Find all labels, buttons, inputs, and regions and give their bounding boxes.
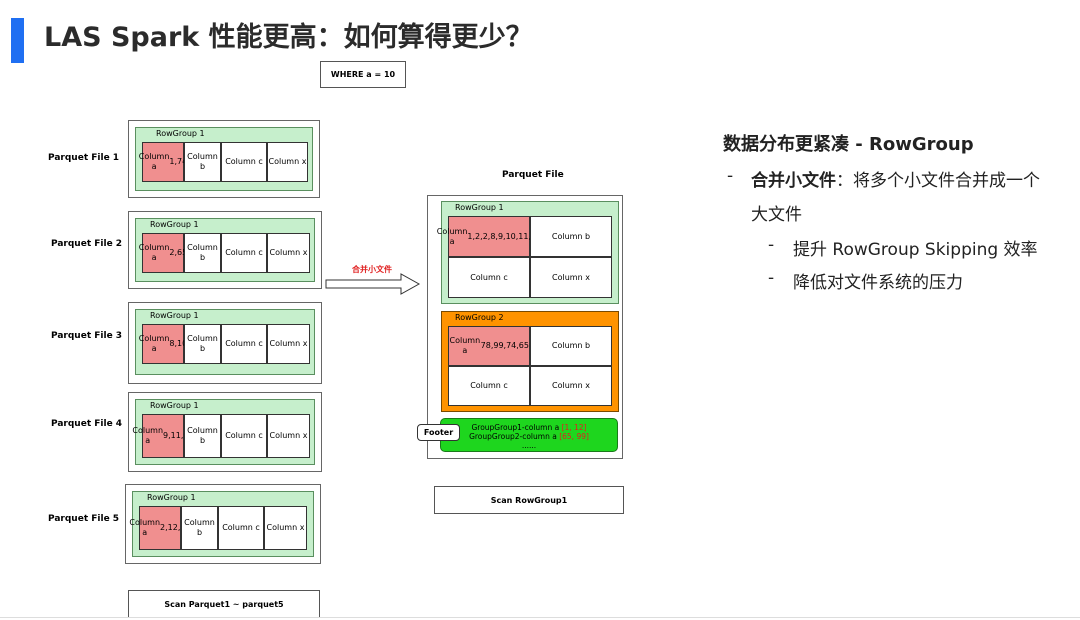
column-c-cell: Column c: [448, 257, 530, 298]
column-a-name: Column a: [132, 426, 164, 445]
column-x-cell: Column x: [267, 142, 308, 182]
bullet-1-rest: ：将多个小文件合并成一个: [836, 171, 1040, 191]
footer-metadata: GroupGroup1-column a [1, 12] GroupGroup2…: [440, 418, 618, 452]
column-a-name: Column a: [129, 518, 161, 537]
bullet-1-dash: -: [727, 166, 734, 186]
column-b-cell: Column b: [184, 414, 221, 458]
rowgroup-label: RowGroup 1: [147, 493, 196, 502]
sub-bullet-2: 降低对文件系统的压力: [793, 273, 963, 293]
rowgroup-label: RowGroup 1: [156, 129, 205, 138]
footer-line-1-prefix: GroupGroup1-column a: [471, 423, 562, 432]
scan-right-box: Scan RowGroup1: [434, 486, 624, 514]
footer-tag: Footer: [417, 424, 460, 441]
merged-file-label: Parquet File: [502, 170, 564, 180]
column-b-cell: Column b: [530, 326, 612, 366]
column-a-name: Column a: [138, 152, 170, 171]
rowgroup-label: RowGroup 1: [150, 401, 199, 410]
column-a-values: 1,2,2,8,9,10,11,12: [467, 231, 542, 241]
merge-arrow-icon: [325, 273, 421, 295]
footer-range-2: [65, 99]: [559, 432, 589, 441]
column-c-cell: Column c: [218, 506, 264, 550]
footer-line-2: GroupGroup2-column a [65, 99]: [441, 432, 617, 441]
column-x-cell: Column x: [267, 414, 310, 458]
column-c-cell: Column c: [221, 414, 267, 458]
column-a-values: 78,99,74,65: [480, 341, 529, 350]
column-c-cell: Column c: [221, 233, 267, 273]
column-c-cell: Column c: [448, 366, 530, 406]
column-a-values: 1,74: [169, 157, 188, 166]
column-a-name: Column a: [138, 243, 170, 262]
where-clause-box: WHERE a = 10: [320, 61, 406, 88]
column-x-cell: Column x: [267, 233, 310, 273]
column-b-cell: Column b: [184, 233, 221, 273]
file-label-5: Parquet File 5: [48, 514, 120, 524]
column-x-cell: Column x: [267, 324, 310, 364]
column-b-cell: Column b: [184, 142, 221, 182]
column-b-cell: Column b: [181, 506, 218, 550]
footer-range-1: [1, 12]: [561, 423, 587, 432]
file-label-1: Parquet File 1: [48, 153, 120, 163]
column-a-values: 2,12,78: [160, 523, 191, 532]
sub-bullet-1-dash: -: [768, 235, 775, 255]
footer-line-1: GroupGroup1-column a [1, 12]: [441, 423, 617, 432]
column-b-cell: Column b: [530, 216, 612, 257]
bottom-divider: [0, 617, 1080, 618]
file-label-2: Parquet File 2: [51, 239, 123, 249]
accent-bar: [11, 18, 24, 63]
slide-title: LAS Spark 性能更高：如何算得更少？: [44, 22, 533, 53]
column-x-cell: Column x: [530, 366, 612, 406]
bullet-1-bold: 合并小文件: [751, 171, 836, 191]
column-a-name: Column a: [436, 226, 468, 246]
bullet-1: 合并小文件：将多个小文件合并成一个: [751, 166, 1040, 191]
sub-bullet-2-dash: -: [768, 268, 775, 288]
rowgroup-label: RowGroup 2: [455, 313, 504, 322]
footer-line-3: ......: [521, 441, 537, 450]
column-x-cell: Column x: [530, 257, 612, 298]
sub-bullet-1: 提升 RowGroup Skipping 效率: [793, 240, 1038, 260]
rowgroup-label: RowGroup 1: [150, 311, 199, 320]
right-heading: 数据分布更紧凑 - RowGroup: [723, 134, 974, 155]
rowgroup-label: RowGroup 1: [150, 220, 199, 229]
column-a-values: 9,11,99: [163, 431, 194, 440]
rowgroup-label: RowGroup 1: [455, 203, 504, 212]
footer-line-2-prefix: GroupGroup2-column a: [469, 432, 560, 441]
column-c-cell: Column c: [221, 324, 267, 364]
column-a-values: 2,65: [169, 248, 188, 257]
file-label-3: Parquet File 3: [51, 331, 123, 341]
scan-left-box: Scan Parquet1 ~ parquet5: [128, 590, 320, 618]
column-b-cell: Column b: [184, 324, 221, 364]
column-a-values: 8,10: [169, 339, 188, 348]
column-c-cell: Column c: [221, 142, 267, 182]
column-a-name: Column a: [449, 336, 481, 355]
file-label-4: Parquet File 4: [51, 419, 123, 429]
column-x-cell: Column x: [264, 506, 307, 550]
merge-arrow-label: 合并小文件: [352, 265, 392, 274]
column-a-name: Column a: [138, 334, 170, 353]
bullet-1-continuation: 大文件: [751, 205, 802, 225]
